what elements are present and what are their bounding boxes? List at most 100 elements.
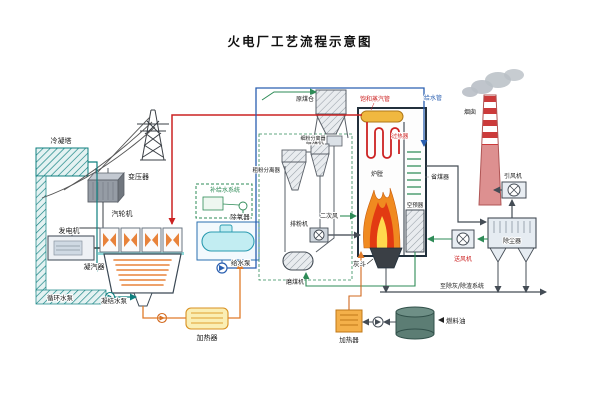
fd-fan-blades bbox=[458, 234, 468, 244]
feedwater-pump-rotor bbox=[219, 265, 225, 271]
power-line-1 bbox=[97, 116, 151, 173]
transformer-fins bbox=[92, 182, 114, 200]
steam-turbine-label: 汽轮机 bbox=[112, 209, 133, 218]
power-line-3 bbox=[41, 126, 156, 199]
air-preheater-block bbox=[405, 209, 425, 253]
coarse-separator-top bbox=[281, 149, 307, 163]
turbine-blade bbox=[124, 233, 130, 247]
fuel-oil-supply-riser bbox=[348, 251, 365, 310]
turbine-stage bbox=[162, 227, 183, 253]
chimney-label: 烟囱 bbox=[464, 108, 476, 116]
coarse-separator-label: 粗粉分离器 bbox=[252, 166, 280, 174]
forced-draft-fan-label: 送风机 bbox=[454, 255, 472, 263]
fuel-oil-system bbox=[335, 306, 444, 340]
steam-drum bbox=[360, 110, 404, 123]
labels: 火电厂工艺流程示意图 冷凝塔 变压器 发电机 汽轮机 凝汽器 循环水泵 凝结水泵… bbox=[46, 33, 523, 345]
cooling-tower-label: 冷凝塔 bbox=[51, 136, 72, 145]
generator-label: 发电机 bbox=[59, 226, 80, 235]
generator-transformer-cable bbox=[71, 202, 104, 236]
dust-collector bbox=[487, 217, 537, 263]
id-fan-blades bbox=[509, 185, 519, 195]
air-preheater-label: 空预器 bbox=[407, 201, 424, 209]
power-lines bbox=[41, 116, 156, 199]
condenser-label: 凝汽器 bbox=[84, 262, 105, 271]
circulating-water-pump-label: 循环水泵 bbox=[47, 293, 74, 302]
condenser bbox=[103, 253, 182, 307]
smoke-puff bbox=[504, 69, 524, 81]
turbine-stage bbox=[99, 227, 120, 253]
steam-turbine bbox=[98, 227, 184, 255]
bunker-funnel bbox=[315, 113, 347, 135]
lp-heater bbox=[185, 307, 229, 330]
lp-heater-label: 加热器 bbox=[197, 333, 218, 342]
makeup-water-pump bbox=[238, 201, 248, 211]
bunker-body bbox=[315, 89, 347, 115]
circulating-pump-rotor bbox=[107, 294, 113, 300]
economizer-coil bbox=[407, 151, 421, 195]
boiler-ash-hopper bbox=[369, 247, 403, 269]
bunker-legs bbox=[313, 113, 349, 139]
feedwater-line bbox=[227, 87, 428, 269]
fuel-oil-label: 燃料油 bbox=[446, 316, 466, 325]
coarse-separator bbox=[281, 149, 307, 191]
fuel-oil-pointer-icon bbox=[438, 317, 444, 323]
superheater-coil bbox=[366, 122, 400, 159]
raw-coal-bunker bbox=[313, 89, 349, 139]
coal-feeder-label: 给煤机 bbox=[306, 138, 324, 146]
transformer-label: 变压器 bbox=[128, 172, 149, 181]
oil-heater-shell bbox=[335, 309, 363, 333]
induced-draft-fan bbox=[501, 181, 527, 199]
exhauster-fan-blades bbox=[315, 231, 323, 239]
main-steam-pipe bbox=[168, 114, 362, 225]
turbine-blade bbox=[166, 233, 172, 247]
deaerator-tank bbox=[201, 231, 255, 252]
turbine-blade bbox=[103, 233, 109, 247]
boiler bbox=[357, 107, 427, 269]
lp-heater-tubes bbox=[191, 312, 223, 324]
condenser-hotwell bbox=[133, 292, 153, 307]
smoke-plume bbox=[462, 69, 524, 97]
tower-bracing bbox=[142, 120, 164, 158]
exhauster-fan bbox=[309, 227, 329, 243]
fine-separator bbox=[306, 143, 330, 177]
coal-drop-pipe bbox=[315, 146, 335, 253]
transformer bbox=[71, 168, 125, 236]
coarse-separator-cone bbox=[281, 161, 307, 191]
superheater-label: 过热器 bbox=[392, 132, 409, 140]
flame-core bbox=[376, 216, 388, 248]
esp-hopper-left bbox=[489, 247, 507, 263]
coal-mill bbox=[282, 251, 314, 271]
tower-crossarms bbox=[137, 123, 169, 132]
condensate-line-2 bbox=[228, 262, 244, 319]
makeup-water-system-label: 补给水系统 bbox=[210, 186, 240, 194]
fuel-oil-pump-rotor bbox=[375, 319, 381, 325]
chimney-striped-top bbox=[479, 95, 501, 145]
saturated-steam-leader bbox=[370, 102, 375, 111]
furnace-label: 炉膛 bbox=[371, 170, 383, 178]
esp-hopper-right bbox=[517, 247, 535, 263]
cooling-water-return-line bbox=[88, 161, 104, 272]
coal-conveyor-line bbox=[261, 88, 317, 101]
makeup-water-tank bbox=[202, 196, 224, 211]
fuel-oil-tank-top bbox=[395, 306, 435, 318]
coal-mill-label: 磨煤机 bbox=[286, 278, 304, 286]
makeup-water-boundary bbox=[195, 183, 253, 219]
forced-draft-fan bbox=[451, 229, 475, 249]
transmission-tower bbox=[137, 109, 169, 161]
saturated-steam-pipe-label: 饱和蒸汽管 bbox=[360, 95, 390, 103]
cooling-tower bbox=[35, 147, 107, 305]
page-title: 火电厂工艺流程示意图 bbox=[227, 34, 372, 49]
feedwater-pump bbox=[216, 260, 228, 274]
economizer-label: 省煤器 bbox=[431, 173, 449, 181]
condenser-shell bbox=[103, 253, 182, 294]
feedwater-pump-label: 给水泵 bbox=[231, 258, 251, 267]
chimney-outline bbox=[478, 94, 502, 206]
turbine-blade bbox=[173, 233, 179, 247]
fine-separator-label: 细粉分离器 bbox=[300, 135, 325, 142]
oil-heater-tubes bbox=[340, 314, 358, 326]
deaerator-label: 除氧器 bbox=[230, 212, 250, 221]
cooling-water-downcomer bbox=[35, 175, 47, 293]
deaerator bbox=[196, 221, 260, 261]
cooling-tower-basin bbox=[35, 147, 89, 177]
